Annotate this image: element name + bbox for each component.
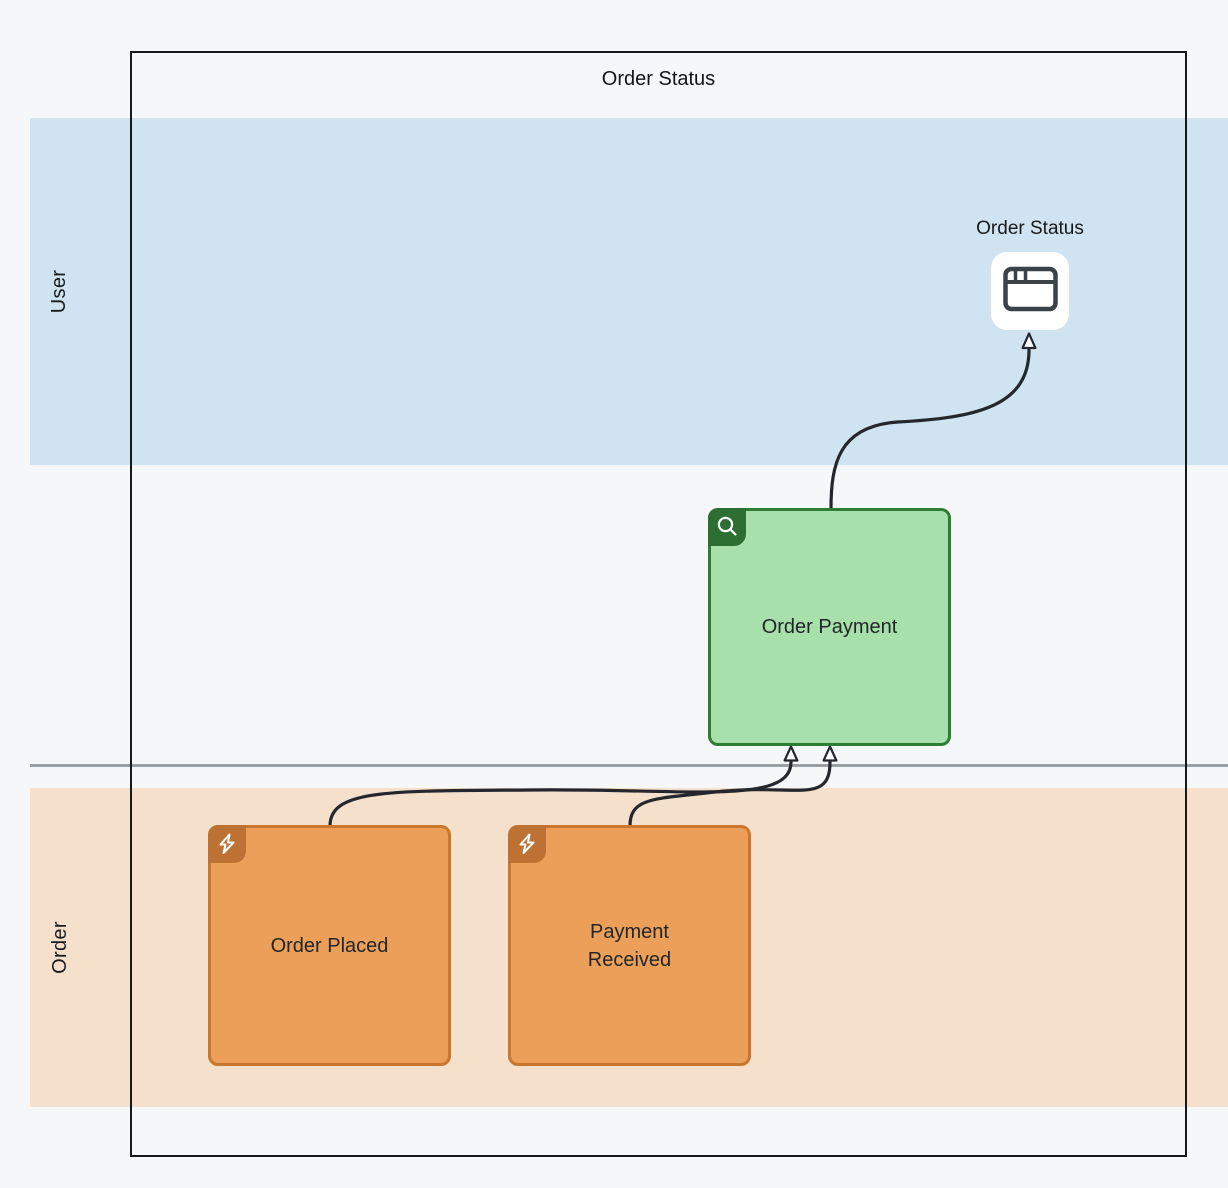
lane-user-label: User [48, 269, 71, 314]
lane-order-label-wrap: Order [30, 788, 90, 1107]
diagram-title: Order Status [601, 68, 716, 90]
node-order-placed[interactable]: Order Placed [208, 825, 451, 1066]
lane-order-label: Order [48, 921, 71, 974]
lightning-icon [208, 825, 246, 863]
order-status-view-label: Order Status [976, 218, 1084, 239]
lane-separator [30, 764, 1228, 767]
arrowhead-icon [822, 745, 838, 762]
node-label: Payment Received [587, 920, 672, 971]
node-order-status-view[interactable] [991, 252, 1069, 330]
arrowhead-icon [783, 745, 799, 762]
browser-window-icon [1002, 266, 1059, 317]
node-label: Order Placed [270, 934, 389, 957]
node-payment-received[interactable]: Payment Received [508, 825, 751, 1066]
node-order-payment[interactable]: Order Payment [708, 508, 951, 746]
lane-user-label-wrap: User [30, 118, 90, 465]
magnifier-icon [708, 508, 746, 546]
lightning-icon [508, 825, 546, 863]
node-label: Order Payment [761, 616, 898, 638]
